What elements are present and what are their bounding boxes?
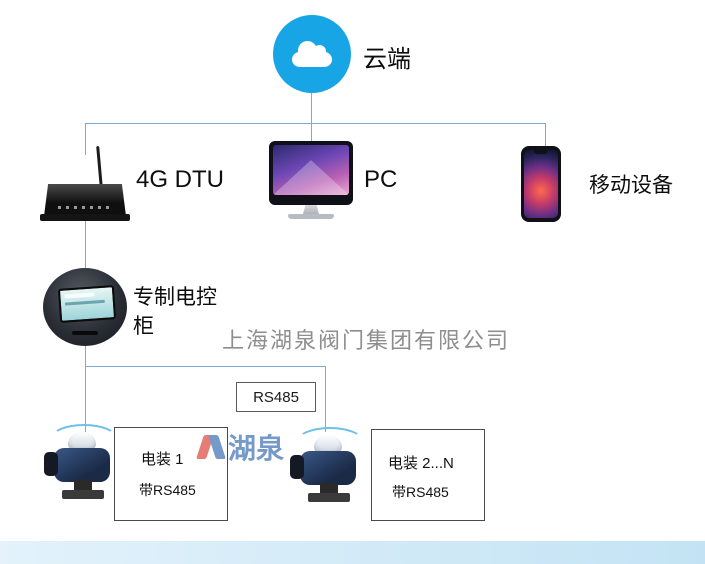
pc-label: PC xyxy=(364,166,398,193)
connector-cloud-trunk xyxy=(311,93,312,124)
connector-drop-mobile xyxy=(545,123,546,150)
cabinet-label: 专制电控柜 xyxy=(133,286,217,339)
brand-logo-watermark: 湖泉 xyxy=(198,427,284,467)
actuator-dome xyxy=(68,432,96,452)
connector-drop-device2 xyxy=(325,366,326,432)
footer-accent-bar xyxy=(0,541,705,564)
actuator-neck xyxy=(74,480,92,492)
actuator-flange xyxy=(62,490,104,499)
cloud-glyph xyxy=(292,41,332,67)
connector-cabinet-device1 xyxy=(85,346,86,432)
pc-base xyxy=(288,214,334,219)
dtu-base xyxy=(40,214,130,221)
control-cabinet-slot xyxy=(72,331,98,335)
dtu-label: 4G DTU xyxy=(136,166,225,193)
actuator-arc xyxy=(296,427,364,457)
actuator-handwheel xyxy=(290,455,304,479)
control-cabinet-screen xyxy=(57,285,117,323)
pc-stand xyxy=(303,205,319,214)
device-2-box: 电装 2...N 带RS485 xyxy=(371,429,485,521)
actuator-dome xyxy=(314,435,342,455)
connector-drop-dtu xyxy=(85,123,86,155)
connector-dtu-cabinet xyxy=(85,220,86,272)
actuator-body xyxy=(300,451,356,485)
mobile-label: 移动设备 xyxy=(589,174,673,197)
device-1-subtitle: 带RS485 xyxy=(139,482,196,498)
rs485-label: RS485 xyxy=(253,388,299,406)
actuator-2-icon xyxy=(290,427,366,511)
company-watermark: 上海湖泉阀门集团有限公司 xyxy=(222,328,511,353)
pc-display xyxy=(273,145,349,195)
actuator-handwheel xyxy=(44,452,58,476)
pc-wallpaper-mountain xyxy=(273,160,349,195)
device-1-title: 电装 1 xyxy=(141,451,184,468)
cloud-icon xyxy=(273,15,351,93)
device-2-title: 电装 2...N xyxy=(388,455,454,472)
actuator-body xyxy=(54,448,110,482)
brand-logo-icon xyxy=(198,433,224,461)
actuator-1-icon xyxy=(44,424,120,508)
actuator-neck xyxy=(320,483,338,495)
actuator-arc xyxy=(50,424,118,454)
device-2-subtitle: 带RS485 xyxy=(392,484,449,500)
dtu-router-icon xyxy=(44,184,126,216)
connector-bottom-bus xyxy=(85,366,326,367)
smartphone-screen xyxy=(524,150,558,218)
smartphone-notch xyxy=(534,150,548,154)
cloud-label: 云端 xyxy=(363,46,411,73)
connector-drop-pc xyxy=(311,123,312,145)
dtu-antenna xyxy=(96,145,103,189)
actuator-flange xyxy=(308,493,350,502)
dtu-led-row xyxy=(58,206,112,209)
rs485-box: RS485 xyxy=(236,382,316,412)
connector-top-bus xyxy=(85,123,546,124)
brand-logo-text: 湖泉 xyxy=(228,433,285,464)
